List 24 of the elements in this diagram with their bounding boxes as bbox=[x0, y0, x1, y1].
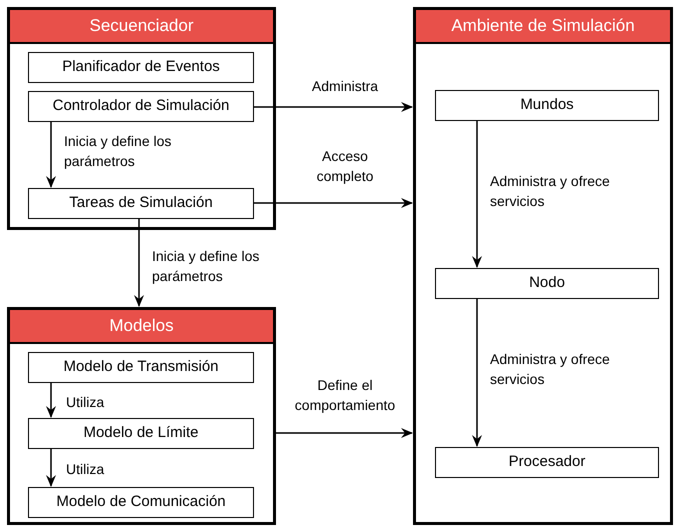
process-box: Planificador de Eventos bbox=[28, 52, 254, 83]
arrow bbox=[134, 219, 144, 307]
process-box: Controlador de Simulación bbox=[28, 91, 254, 122]
panel-title: Ambiente de Simulación bbox=[416, 10, 670, 44]
arrow bbox=[276, 428, 413, 438]
process-box: Procesador bbox=[435, 447, 659, 478]
process-box: Modelo de Comunicación bbox=[28, 487, 254, 518]
process-box: Mundos bbox=[435, 90, 659, 121]
arrow bbox=[46, 449, 56, 487]
process-box: Nodo bbox=[435, 268, 659, 299]
panel bbox=[7, 7, 276, 230]
process-box: Modelo de Límite bbox=[28, 418, 254, 449]
arrow bbox=[472, 121, 482, 268]
arrow bbox=[254, 102, 413, 112]
arrow bbox=[472, 299, 482, 447]
arrow bbox=[46, 122, 56, 188]
process-box: Tareas de Simulación bbox=[28, 188, 254, 219]
panel-title: Secuenciador bbox=[10, 10, 273, 44]
panel bbox=[413, 7, 673, 525]
arrow bbox=[46, 383, 56, 418]
process-box: Modelo de Transmisión bbox=[28, 352, 254, 383]
arrow bbox=[254, 198, 413, 208]
panel-title: Modelos bbox=[10, 310, 273, 344]
panel bbox=[7, 307, 276, 525]
